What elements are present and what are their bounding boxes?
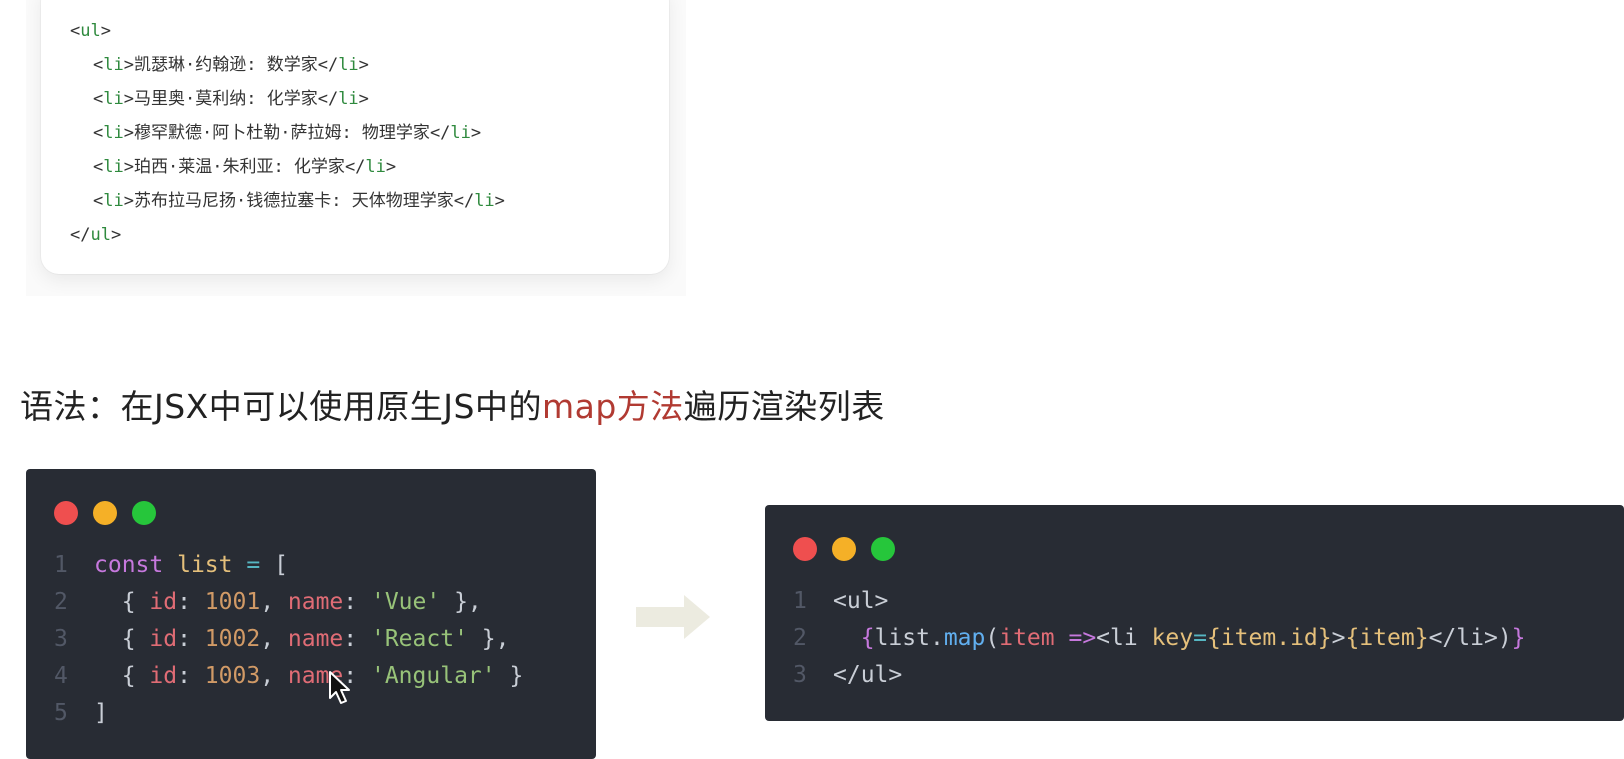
list-item: <li>穆罕默德·阿卜杜勒·萨拉姆: 物理学家</li> (93, 123, 482, 143)
window-controls (793, 537, 895, 561)
window-controls (54, 501, 156, 525)
minimize-dot-icon (832, 537, 856, 561)
list-item: <li>苏布拉马尼扬·钱德拉塞卡: 天体物理学家</li> (93, 191, 505, 211)
code-line: 2 {list.map(item =><li key={item.id}>{it… (793, 625, 1526, 651)
jsx-code-window: 1<ul> 2 {list.map(item =><li key={item.i… (765, 505, 1624, 721)
maximize-dot-icon (132, 501, 156, 525)
close-dot-icon (54, 501, 78, 525)
jsx-code: 1<ul> 2 {list.map(item =><li key={item.i… (793, 583, 1526, 694)
mouse-cursor-icon (329, 671, 350, 704)
heading-suffix: 遍历渲染列表 (683, 387, 885, 426)
list-item: <li>马里奥·莫利纳: 化学家</li> (93, 89, 369, 109)
right-arrow-icon (636, 595, 710, 639)
code-line: 2 { id: 1001, name: 'Vue' }, (54, 589, 482, 615)
maximize-dot-icon (871, 537, 895, 561)
minimize-dot-icon (93, 501, 117, 525)
close-dot-icon (793, 537, 817, 561)
heading-prefix: 语法：在JSX中可以使用原生JS中的 (20, 387, 542, 426)
code-line: 4 { id: 1003, name: 'Angular' } (54, 663, 524, 689)
ul-close-line: </ul> (70, 225, 122, 245)
heading-highlight: map方法 (541, 387, 684, 426)
list-item: <li>珀西·莱温·朱利亚: 化学家</li> (93, 157, 397, 177)
section-heading: 语法：在JSX中可以使用原生JS中的map方法遍历渲染列表 (20, 380, 885, 428)
ul-open-line: <ul> (70, 21, 111, 41)
html-snippet-card (41, 0, 669, 274)
list-item: <li>凯瑟琳·约翰逊: 数学家</li> (93, 55, 369, 75)
html-snippet: <ul> <li>凯瑟琳·约翰逊: 数学家</li> <li>马里奥·莫利纳: … (70, 14, 505, 252)
code-line: 1<ul> (793, 588, 889, 614)
code-line: 3</ul> (793, 662, 903, 688)
code-line: 5] (54, 700, 108, 726)
code-line: 3 { id: 1002, name: 'React' }, (54, 626, 510, 652)
